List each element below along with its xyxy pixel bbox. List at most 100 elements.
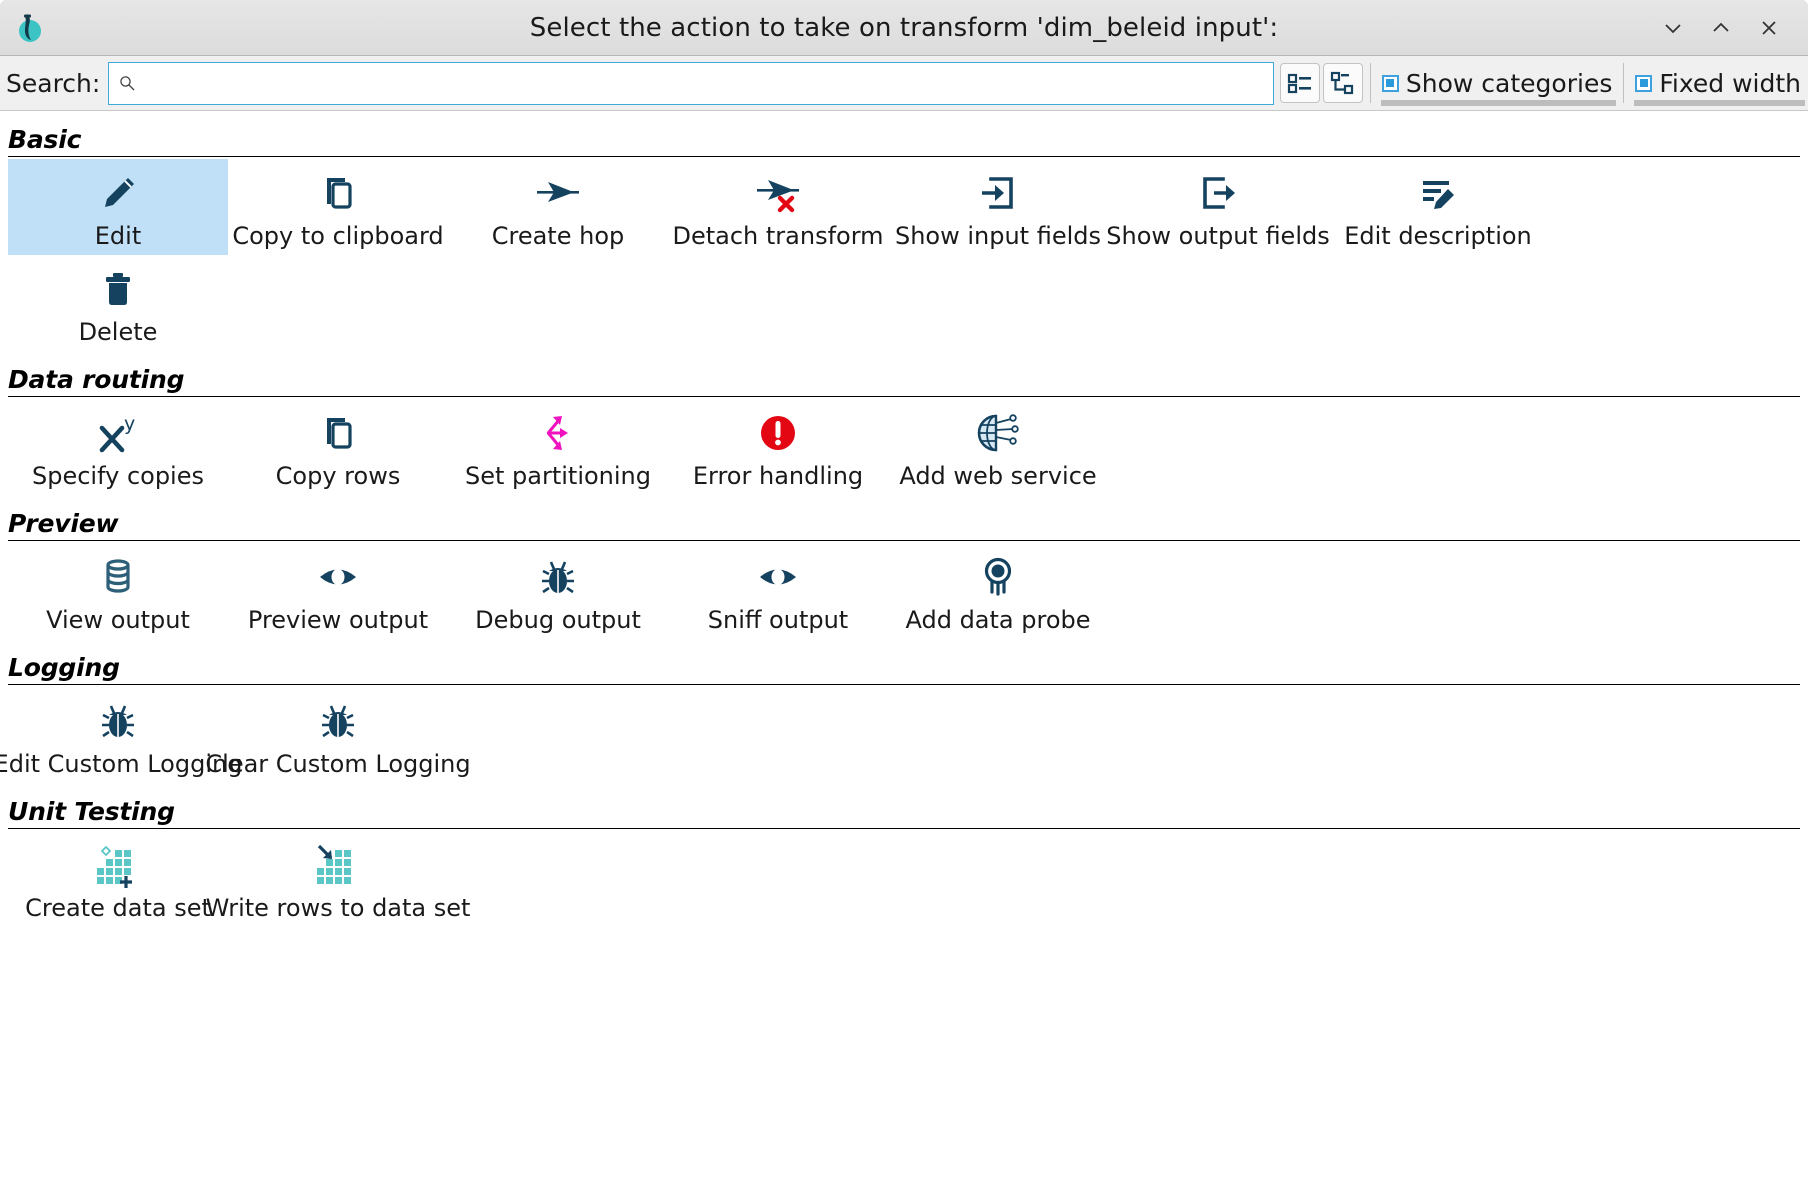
search-label: Search: (6, 68, 101, 98)
action-label: Copy to clipboard (232, 222, 444, 250)
create-data-set-icon (93, 841, 143, 889)
action-view-output[interactable]: View output (8, 543, 228, 639)
action-sniff-output[interactable]: Sniff output (668, 543, 888, 639)
write-rows-data-set-icon (313, 841, 363, 889)
action-label: Detach transform (672, 222, 884, 250)
section-grid: Edit Copy to clipboard (8, 159, 1800, 351)
trash-icon (95, 265, 141, 313)
section-grid: View output Preview output (8, 543, 1800, 639)
close-button[interactable] (1748, 8, 1790, 48)
maximize-button[interactable] (1700, 8, 1742, 48)
copy-rows-icon (315, 409, 361, 457)
web-service-globe-icon (972, 409, 1024, 457)
eye-icon (312, 553, 364, 601)
toolbar-divider-2 (1623, 63, 1625, 103)
bug-icon (315, 697, 361, 745)
action-label: Show input fields (894, 222, 1102, 250)
section-title: Logging (8, 653, 120, 682)
action-preview-output[interactable]: Preview output (228, 543, 448, 639)
section-divider (8, 396, 1800, 397)
action-create-hop[interactable]: Create hop (448, 159, 668, 255)
section-logging: Logging Edit Custom Logging (0, 653, 1800, 783)
action-error-handling[interactable]: Error handling (668, 399, 888, 495)
actions-panel: Basic Edit Copy to (0, 111, 1808, 1203)
database-icon (95, 553, 141, 601)
action-specify-copies[interactable]: y Specify copies (8, 399, 228, 495)
window-title: Select the action to take on transform '… (529, 12, 1279, 43)
action-label: View output (46, 606, 190, 634)
action-label: Add web service (899, 462, 1097, 490)
action-label: Clear Custom Logging (205, 750, 471, 778)
section-title: Preview (8, 509, 119, 538)
action-create-data-set[interactable]: Create data set (8, 831, 228, 927)
tree-view-button[interactable] (1322, 63, 1363, 103)
section-divider (8, 684, 1800, 685)
bug-icon (95, 697, 141, 745)
section-divider (8, 828, 1800, 829)
fixed-width-label: Fixed width (1659, 68, 1801, 98)
action-add-web-service[interactable]: Add web service (888, 399, 1108, 495)
eye-icon (752, 553, 804, 601)
minimize-button[interactable] (1652, 8, 1694, 48)
action-label: Delete (78, 318, 158, 346)
error-circle-icon (755, 409, 801, 457)
partition-arrows-icon (535, 409, 581, 457)
action-write-rows-to-data-set[interactable]: Write rows to data set (206, 831, 470, 927)
section-divider (8, 540, 1800, 541)
show-categories-label: Show categories (1405, 68, 1613, 98)
action-label: Create hop (491, 222, 625, 250)
section-basic: Basic Edit Copy to (8, 125, 1800, 351)
window-controls (1652, 8, 1808, 48)
action-label: Copy rows (275, 462, 401, 490)
action-add-data-probe[interactable]: Add data probe (888, 543, 1108, 639)
search-box[interactable] (108, 61, 1274, 105)
action-edit-custom-logging[interactable]: Edit Custom Logging (0, 687, 242, 783)
action-label: Write rows to data set (205, 894, 471, 922)
section-data-routing: Data routing y Specify copies (8, 365, 1800, 495)
fixed-width-underline (1634, 100, 1805, 106)
output-fields-icon (1195, 169, 1241, 217)
action-edit[interactable]: Edit (8, 159, 228, 255)
action-copy-rows[interactable]: Copy rows (228, 399, 448, 495)
action-clear-custom-logging[interactable]: Clear Custom Logging (205, 687, 471, 783)
bug-icon (535, 553, 581, 601)
action-label: Create data set (25, 894, 211, 922)
action-label: Preview output (247, 606, 429, 634)
x-power-y-icon: y (90, 409, 146, 457)
show-categories-underline (1380, 100, 1617, 106)
section-divider (8, 156, 1800, 157)
checkbox-checked-icon (1635, 74, 1653, 92)
action-detach-transform[interactable]: Detach transform (668, 159, 888, 255)
input-fields-icon (975, 169, 1021, 217)
section-title: Basic (8, 125, 82, 154)
action-label: Edit (94, 222, 142, 250)
action-copy-to-clipboard[interactable]: Copy to clipboard (228, 159, 448, 255)
action-delete[interactable]: Delete (8, 255, 228, 351)
action-label: Error handling (692, 462, 864, 490)
action-set-partitioning[interactable]: Set partitioning (448, 399, 668, 495)
fixed-width-checkbox[interactable]: Fixed width (1628, 58, 1808, 108)
section-unit-testing: Unit Testing Create da (8, 797, 1800, 927)
action-label: Specify copies (31, 462, 204, 490)
action-show-output-fields[interactable]: Show output fields (1106, 159, 1330, 255)
section-title: Unit Testing (8, 797, 175, 826)
apache-hop-logo-icon (6, 5, 52, 51)
section-grid: Edit Custom Logging Clear Custom Logging (0, 687, 1800, 783)
section-title: Data routing (8, 365, 185, 394)
show-categories-checkbox[interactable]: Show categories (1375, 58, 1619, 108)
action-label: Sniff output (707, 606, 849, 634)
search-input[interactable] (141, 69, 1265, 97)
action-label: Edit description (1344, 222, 1532, 250)
section-preview: Preview View output (8, 509, 1800, 639)
action-label: Set partitioning (464, 462, 651, 490)
action-label: Debug output (475, 606, 641, 634)
edit-description-icon (1415, 169, 1461, 217)
action-label: Show output fields (1106, 222, 1330, 250)
action-show-input-fields[interactable]: Show input fields (888, 159, 1108, 255)
action-edit-description[interactable]: Edit description (1328, 159, 1548, 255)
section-grid: Create data set Write row (8, 831, 1800, 927)
window-titlebar: Select the action to take on transform '… (0, 0, 1808, 56)
list-view-button[interactable] (1279, 63, 1320, 103)
search-toolbar: Search: (0, 56, 1808, 111)
action-debug-output[interactable]: Debug output (448, 543, 668, 639)
